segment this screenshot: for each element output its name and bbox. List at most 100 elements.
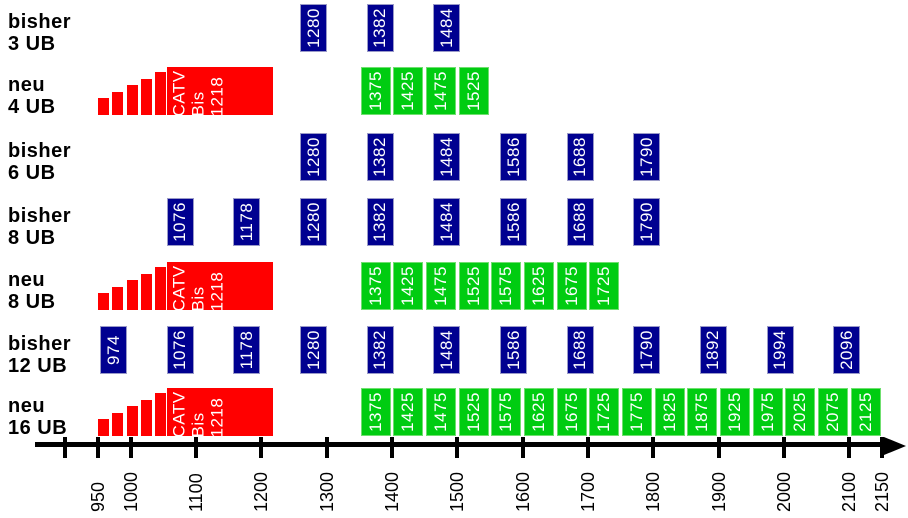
channel-box-bisher: 1790 bbox=[633, 133, 661, 181]
axis-tick-label: 1500 bbox=[447, 471, 468, 512]
axis-tick bbox=[651, 437, 656, 458]
catv-ramp-bar bbox=[98, 98, 109, 115]
channel-frequency-label: 1375 bbox=[365, 71, 385, 111]
channel-frequency-label: 2125 bbox=[855, 392, 875, 432]
channel-box-neu: 2075 bbox=[818, 388, 848, 436]
channel-frequency-label: 1178 bbox=[236, 330, 256, 370]
channel-box-bisher: 1892 bbox=[699, 326, 727, 374]
row-label-line1: neu bbox=[8, 269, 46, 291]
row-label-line1: neu bbox=[8, 74, 46, 96]
channel-box-neu: 2025 bbox=[785, 388, 816, 436]
row-label-line2: 8 UB bbox=[8, 227, 56, 249]
channel-frequency-label: 1484 bbox=[436, 330, 456, 370]
channel-frequency-label: 1425 bbox=[398, 71, 418, 111]
row-label-line2: 3 UB bbox=[8, 33, 56, 55]
channel-frequency-label: 1675 bbox=[561, 266, 581, 306]
channel-frequency-label: 1725 bbox=[594, 392, 614, 432]
catv-ramp-bar bbox=[155, 393, 167, 436]
channel-frequency-label: 1178 bbox=[236, 202, 256, 242]
channel-frequency-label: 1525 bbox=[463, 71, 483, 111]
channel-box-neu: 1775 bbox=[622, 388, 652, 436]
channel-box-neu: 1725 bbox=[589, 262, 620, 310]
row-label-line1: neu bbox=[8, 395, 46, 417]
channel-box-neu: 1525 bbox=[458, 388, 489, 436]
channel-box-bisher: 1178 bbox=[233, 198, 261, 246]
channel-frequency-label: 1586 bbox=[503, 137, 523, 177]
axis-arrow-right bbox=[884, 437, 906, 455]
channel-frequency-label: 1484 bbox=[436, 202, 456, 242]
catv-ramp-bar bbox=[112, 412, 124, 436]
channel-box-bisher: 1484 bbox=[433, 326, 461, 374]
row-label-line1: bisher bbox=[8, 140, 72, 162]
channel-frequency-label: 1575 bbox=[496, 266, 516, 306]
catv-band-label-line3: 1218 bbox=[207, 271, 227, 312]
channel-box-neu: 1425 bbox=[393, 67, 424, 115]
axis-tick-label: 2100 bbox=[839, 471, 860, 512]
channel-box-neu: 1675 bbox=[556, 262, 587, 310]
channel-box-neu: 1625 bbox=[524, 262, 554, 310]
channel-box-neu: 1525 bbox=[458, 67, 489, 115]
channel-frequency-label: 1382 bbox=[370, 137, 390, 177]
channel-frequency-label: 1586 bbox=[503, 202, 523, 242]
channel-frequency-label: 1925 bbox=[725, 392, 744, 432]
catv-ramp-bar bbox=[98, 293, 109, 310]
catv-ramp-bar bbox=[112, 286, 124, 310]
channel-frequency-label: 1484 bbox=[436, 8, 456, 48]
channel-frequency-label: 1790 bbox=[636, 202, 656, 242]
channel-box-neu: 1725 bbox=[589, 388, 620, 436]
channel-frequency-label: 1475 bbox=[431, 71, 450, 111]
channel-frequency-label: 1475 bbox=[431, 392, 450, 432]
catv-band-label-line3: 1218 bbox=[207, 397, 227, 438]
row-label-line2: 4 UB bbox=[8, 96, 56, 118]
channel-box-bisher: 1280 bbox=[300, 133, 328, 181]
channel-box-bisher: 1178 bbox=[233, 326, 261, 374]
axis-tick-label: 1400 bbox=[382, 471, 402, 512]
channel-box-neu: 1475 bbox=[426, 388, 456, 436]
channel-frequency-label: 1382 bbox=[370, 330, 390, 370]
row-label-line1: bisher bbox=[8, 333, 72, 355]
channel-box-bisher: 2096 bbox=[833, 326, 861, 374]
axis-tick bbox=[128, 437, 133, 458]
channel-frequency-label: 1825 bbox=[659, 392, 679, 432]
axis-tick bbox=[847, 437, 852, 458]
channel-frequency-label: 1790 bbox=[636, 137, 656, 177]
channel-frequency-label: 1484 bbox=[436, 137, 456, 177]
axis-tick bbox=[455, 437, 460, 458]
channel-frequency-label: 2075 bbox=[823, 392, 842, 432]
axis-tick bbox=[782, 437, 786, 458]
catv-ramp-bar bbox=[155, 72, 167, 115]
axis-tick bbox=[324, 437, 329, 458]
catv-band-label-line2: Bis bbox=[188, 412, 208, 438]
channel-frequency-label: 1688 bbox=[570, 137, 590, 177]
channel-frequency-label: 1375 bbox=[365, 392, 385, 432]
axis-tick bbox=[96, 437, 100, 458]
channel-frequency-label: 1475 bbox=[431, 266, 450, 306]
catv-ramp-bar bbox=[126, 85, 138, 115]
channel-frequency-label: 2025 bbox=[790, 392, 810, 432]
axis-tick bbox=[716, 437, 721, 458]
channel-box-neu: 1425 bbox=[393, 262, 424, 310]
channel-box-neu: 1675 bbox=[556, 388, 587, 436]
catv-ramp-bar bbox=[98, 419, 109, 436]
channel-frequency-label: 1688 bbox=[570, 202, 590, 242]
channel-box-neu: 1825 bbox=[654, 388, 685, 436]
axis-tick-label: 2000 bbox=[774, 471, 794, 512]
channel-frequency-label: 974 bbox=[103, 335, 123, 365]
channel-box-bisher: 1280 bbox=[300, 198, 328, 246]
axis-tick-label: 1700 bbox=[578, 471, 598, 512]
catv-ramp-bar bbox=[155, 267, 167, 310]
channel-frequency-label: 1382 bbox=[370, 8, 390, 48]
axis-tick-label: 2150 bbox=[872, 471, 892, 512]
axis-tick bbox=[63, 437, 68, 458]
channel-box-neu: 1475 bbox=[426, 262, 456, 310]
channel-box-bisher: 1280 bbox=[300, 4, 328, 52]
channel-frequency-label: 1675 bbox=[561, 392, 581, 432]
channel-box-bisher: 1586 bbox=[500, 133, 528, 181]
